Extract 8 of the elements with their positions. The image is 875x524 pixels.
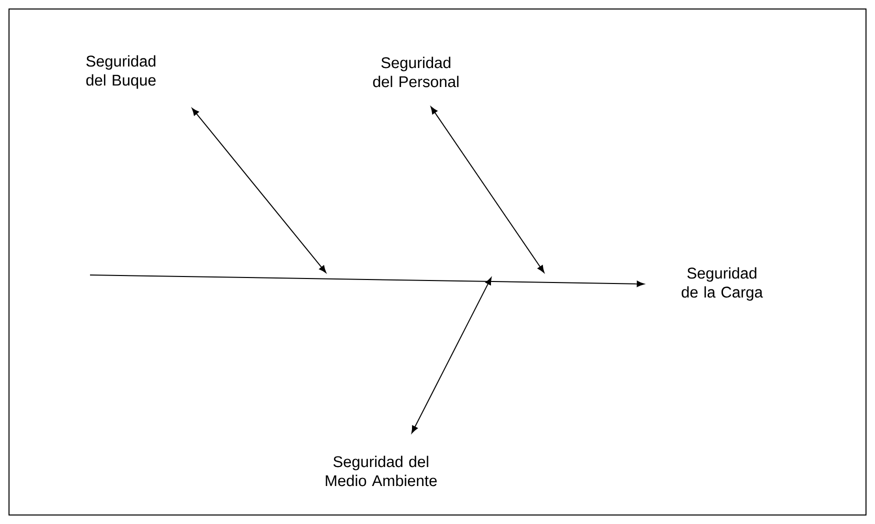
branch-label: Seguridad del Medio Ambiente xyxy=(326,456,437,486)
arrow xyxy=(411,277,492,434)
branch-label: Seguridad del Buque xyxy=(86,55,156,89)
branch-label: Seguridad de la Carga xyxy=(682,267,763,301)
arrow xyxy=(192,108,326,273)
arrow xyxy=(430,106,544,273)
arrow xyxy=(90,274,644,287)
branch-label: Seguridad del Personal xyxy=(373,56,458,88)
